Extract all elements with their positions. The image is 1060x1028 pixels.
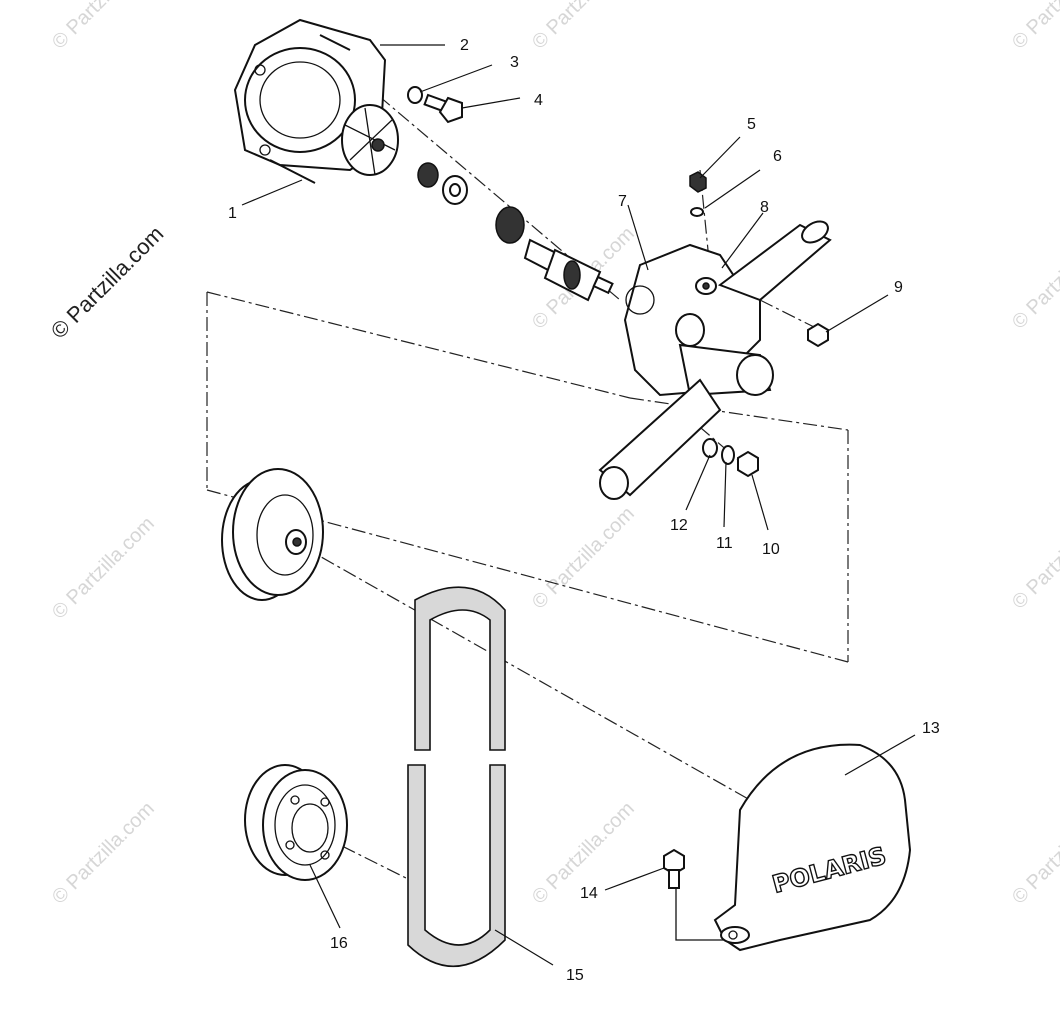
callout-10: 10 <box>762 541 780 558</box>
watermark: © Partzilla.com <box>48 798 159 909</box>
watermark: © Partzilla.com <box>1008 223 1060 334</box>
callout-8: 8 <box>760 199 769 216</box>
callout-2: 2 <box>460 37 469 54</box>
callout-14: 14 <box>580 885 598 902</box>
assembly-line <box>759 299 821 331</box>
watermark: © Partzilla.com <box>1008 0 1060 54</box>
callout-15: 15 <box>566 967 584 984</box>
crank-pulley <box>244 764 348 881</box>
watermark-main: © Partzilla.com <box>46 221 169 344</box>
callout-12: 12 <box>670 517 688 534</box>
callout-5: 5 <box>747 116 756 133</box>
watermark-layer: © Partzilla.com © Partzilla.com © Partzi… <box>46 0 1060 909</box>
washer-3 <box>407 86 423 104</box>
watermark: © Partzilla.com <box>1008 503 1060 614</box>
assembly-line <box>206 291 631 399</box>
drive-belt <box>407 586 506 968</box>
callout-3: 3 <box>510 54 519 71</box>
callout-6: 6 <box>773 148 782 165</box>
belt-guard: POLARIS <box>713 743 912 952</box>
watermark: © Partzilla.com <box>1008 798 1060 909</box>
callout-4: 4 <box>534 92 543 109</box>
nut-9 <box>807 322 829 348</box>
callout-13: 13 <box>922 720 940 737</box>
assembly-line <box>319 834 411 881</box>
bolt-14 <box>663 848 685 889</box>
assembly-line <box>299 544 751 801</box>
watermark: © Partzilla.com <box>48 513 159 624</box>
leader-lines <box>241 44 916 966</box>
washers-10-12 <box>702 438 759 478</box>
watermark: © Partzilla.com <box>48 0 159 54</box>
bleed-screw <box>689 171 707 217</box>
pump-pulley <box>221 468 324 601</box>
pump-housing <box>598 220 832 500</box>
callout-11: 11 <box>716 535 733 552</box>
seal <box>417 162 525 244</box>
watermark: © Partzilla.com <box>528 503 639 614</box>
watermark: © Partzilla.com <box>528 0 639 54</box>
bolt-4 <box>423 93 463 124</box>
callout-1: 1 <box>228 205 237 222</box>
callout-labels: 1 2 3 4 5 6 7 8 9 10 11 12 13 14 15 16 <box>228 37 940 984</box>
callout-9: 9 <box>894 279 903 296</box>
callout-16: 16 <box>330 935 348 952</box>
callout-7: 7 <box>618 193 627 210</box>
assembly-line <box>629 397 849 431</box>
shaft <box>523 238 614 302</box>
impeller <box>341 104 399 176</box>
